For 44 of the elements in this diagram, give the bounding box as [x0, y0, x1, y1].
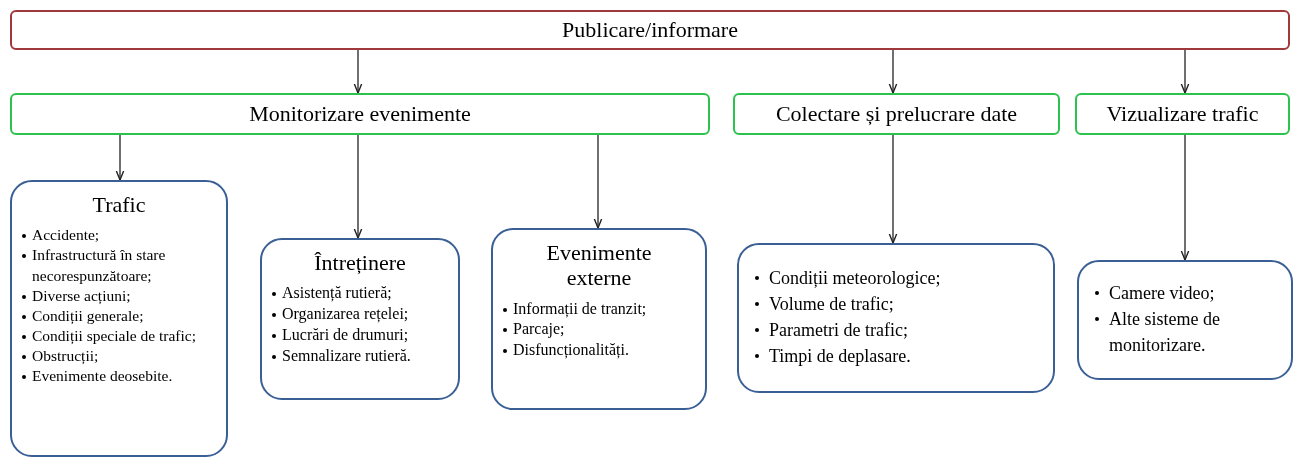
- bullet-item: Timpi de deplasare.: [769, 345, 911, 369]
- bullet-item: Condiții meteorologice;: [769, 267, 941, 290]
- list-card: [491, 228, 707, 410]
- arrow: [888, 49, 898, 94]
- bullet-item: Condiții generale;: [32, 305, 144, 326]
- bullet-item: Parcaje;: [513, 319, 565, 340]
- bullet-item: Lucrări de drumuri;: [282, 324, 409, 345]
- bullet-item: Disfuncționalități.: [513, 340, 629, 361]
- bullet-item: Diverse acțiuni;: [32, 285, 131, 306]
- category-box: [733, 93, 1060, 135]
- bullet-item: Obstrucții;: [32, 346, 99, 367]
- list-card: [1077, 260, 1293, 380]
- arrow: [1180, 49, 1190, 94]
- category-title: Publicare/informare: [562, 17, 738, 43]
- list-card: [737, 243, 1055, 393]
- bullet-item: Alte sisteme de monitorizare.: [1109, 308, 1221, 358]
- arrow: [115, 134, 125, 181]
- bullet-item: Organizarea rețelei;: [282, 304, 409, 325]
- category-title: Colectare și prelucrare date: [775, 101, 1018, 127]
- arrow: [593, 134, 603, 229]
- arrow: [1180, 134, 1190, 261]
- bullet-item: Evenimente deosebite.: [32, 366, 173, 387]
- card-heading: Întreținere: [313, 250, 407, 276]
- arrow: [353, 49, 363, 94]
- arrow: [353, 134, 363, 239]
- bullet-item: Semnalizare rutieră.: [282, 345, 411, 366]
- category-box: [1075, 93, 1290, 135]
- bullet-item: Asistență rutieră;: [282, 283, 392, 304]
- card-heading: Trafic: [91, 192, 147, 218]
- bullet-item: Parametri de trafic;: [769, 319, 908, 343]
- category-title: Vizualizare trafic: [1106, 101, 1259, 127]
- bullet-item: Condiții speciale de trafic;: [32, 326, 196, 346]
- list-card: [10, 180, 228, 457]
- category-box: [10, 10, 1290, 50]
- bullet-item: Infrastructură în stare necorespunzătoare;: [32, 245, 167, 286]
- bullet-item: Accidente;: [32, 225, 100, 246]
- category-box: [10, 93, 710, 135]
- bullet-item: Informații de tranzit;: [513, 298, 647, 320]
- card-heading: Evenimente externe: [545, 240, 653, 291]
- arrow: [888, 134, 898, 244]
- bullet-item: Volume de trafic;: [769, 293, 894, 317]
- bullet-item: Camere video;: [1109, 282, 1215, 305]
- list-card: [260, 238, 460, 400]
- category-title: Monitorizare evenimente: [249, 101, 471, 127]
